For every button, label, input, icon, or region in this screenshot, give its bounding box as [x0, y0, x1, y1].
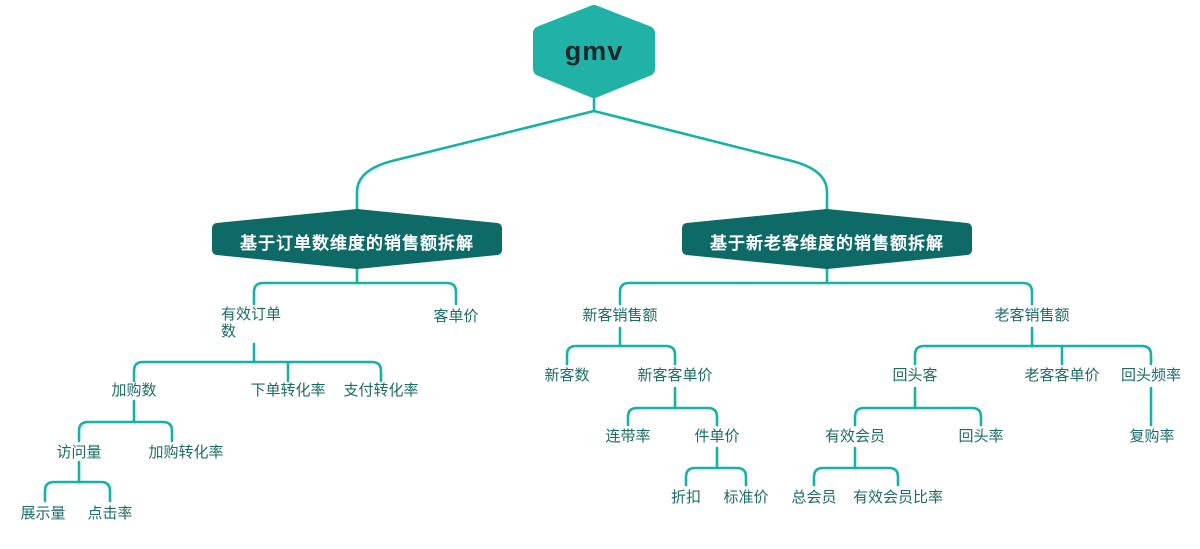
connector-add-to-cart-bracket: [77, 420, 174, 443]
node-add-to-cart-count[interactable]: 加购数: [111, 382, 157, 399]
connector-returning-sales-bracket: [913, 344, 1153, 366]
connector-customer-branch-bracket: [618, 281, 1034, 306]
node-returning-customer-aov[interactable]: 老客客单价: [1024, 367, 1100, 384]
node-standard-price[interactable]: 标准价: [723, 489, 769, 506]
node-avg-order-value[interactable]: 客单价: [433, 308, 479, 325]
node-customer-dimension-branch[interactable]: 基于新老客维度的销售额拆解: [710, 234, 944, 253]
node-active-member-ratio[interactable]: 有效会员比率: [852, 489, 944, 506]
connector-root-to-customer-branch: [592, 109, 829, 219]
node-impressions[interactable]: 展示量: [20, 505, 66, 522]
node-active-members[interactable]: 有效会员: [824, 428, 886, 445]
node-click-through-rate[interactable]: 点击率: [87, 505, 133, 522]
node-new-customer-sales[interactable]: 新客销售额: [582, 307, 658, 324]
customer-branch-hexagon[interactable]: [682, 209, 972, 269]
node-payment-conversion-rate[interactable]: 支付转化率: [343, 382, 419, 399]
node-return-rate[interactable]: 回头率: [958, 428, 1004, 445]
connector-root-to-order-branch: [355, 109, 596, 219]
node-attach-rate[interactable]: 连带率: [605, 428, 651, 445]
connector-repeat-customers-bracket: [853, 406, 983, 427]
root-node-hexagon[interactable]: [533, 5, 655, 98]
node-effective-orders[interactable]: 有效订单数: [221, 306, 282, 340]
node-total-members[interactable]: 总会员: [791, 489, 837, 506]
node-visits[interactable]: 访问量: [56, 444, 102, 461]
connector-new-customer-aov-bracket: [626, 406, 719, 427]
node-repurchase-rate[interactable]: 复购率: [1129, 428, 1175, 445]
node-order-dimension-branch[interactable]: 基于订单数维度的销售额拆解: [240, 234, 474, 253]
node-unit-price[interactable]: 件单价: [694, 428, 740, 445]
node-gmv[interactable]: gmv: [564, 36, 624, 66]
connector-visits-bracket: [43, 480, 112, 503]
connector-unit-price-bracket: [684, 466, 748, 487]
node-add-to-cart-conversion-rate[interactable]: 加购转化率: [148, 444, 224, 461]
node-repeat-frequency[interactable]: 回头频率: [1120, 367, 1182, 384]
node-repeat-customers[interactable]: 回头客: [892, 367, 938, 384]
node-new-customer-count[interactable]: 新客数: [544, 367, 590, 384]
connector-effective-orders-bracket: [132, 360, 383, 383]
node-discount[interactable]: 折扣: [670, 489, 702, 506]
order-branch-hexagon[interactable]: [212, 209, 502, 269]
connector-order-branch-bracket: [252, 281, 458, 306]
node-returning-customer-sales[interactable]: 老客销售额: [994, 307, 1070, 324]
node-new-customer-aov[interactable]: 新客客单价: [637, 367, 713, 384]
connector-active-members-bracket: [812, 466, 900, 487]
connector-new-customer-sales-bracket: [565, 344, 677, 366]
node-order-conversion-rate[interactable]: 下单转化率: [250, 382, 326, 399]
connector-lines: [43, 90, 1153, 503]
